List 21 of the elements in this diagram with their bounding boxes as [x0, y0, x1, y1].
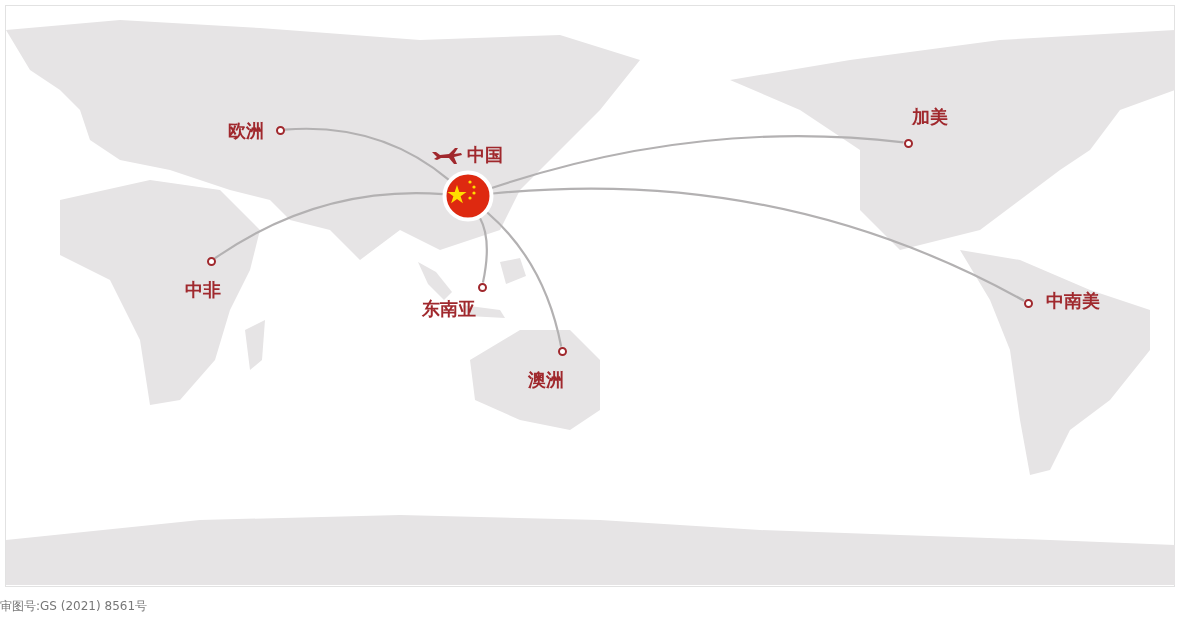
region-label: 东南亚 [422, 300, 476, 318]
location-marker [557, 346, 567, 356]
region-label: 澳洲 [528, 371, 564, 389]
route-line [284, 127, 450, 181]
region-label: 加美 [912, 108, 948, 126]
region-label: 欧洲 [228, 122, 264, 140]
route-line [486, 211, 563, 347]
location-marker [1023, 298, 1033, 308]
approval-number-note: 审图号:GS (2021) 8561号 [0, 598, 148, 615]
location-marker [275, 125, 285, 135]
region-label: 中非 [185, 281, 221, 299]
route-line [214, 192, 444, 260]
location-marker [903, 138, 913, 148]
location-marker [206, 256, 216, 266]
route-line [491, 135, 904, 190]
flag-marker [441, 169, 495, 223]
region-label: 中国 [467, 146, 503, 164]
location-marker [477, 282, 487, 292]
region-label: 中南美 [1046, 292, 1100, 310]
route-line [479, 217, 488, 283]
route-line [492, 187, 1025, 302]
